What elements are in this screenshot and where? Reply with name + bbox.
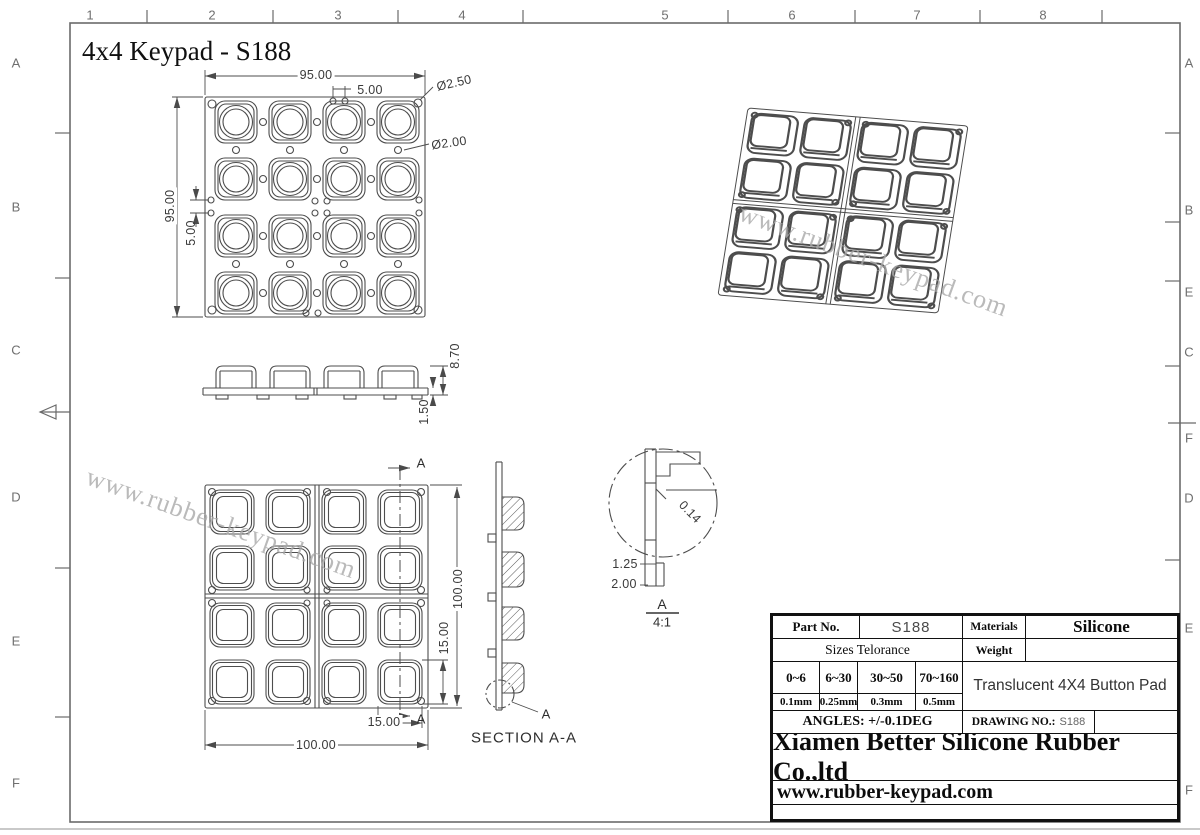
isometric-view [718, 108, 968, 313]
materials-label: Materials [962, 615, 1026, 639]
tol-col-1: 0.1mm [772, 693, 820, 711]
page-title: 4x4 Keypad - S188 [82, 36, 292, 66]
zone-letter: C [11, 342, 21, 358]
dim-detail-step2: 2.00 [611, 577, 637, 591]
tol-col-2: 0.25mm [819, 693, 858, 711]
part-no-value: S188 [859, 615, 963, 639]
title-block-empty-cell [1094, 710, 1178, 734]
range-col-1: 0~6 [772, 661, 820, 694]
detail-scale-label: 4:1 [652, 614, 672, 630]
tol-col-4: 0.5mm [915, 693, 963, 711]
tolerance-label: Sizes Telorance [772, 638, 963, 662]
range-col-2: 6~30 [819, 661, 858, 694]
dim-side-height: 8.70 [448, 343, 462, 369]
company-website: www.rubber-keypad.com [772, 780, 1178, 805]
zone-number: 7 [913, 7, 921, 23]
range-col-3: 30~50 [857, 661, 916, 694]
zone-letter: A [1184, 55, 1194, 71]
dim-key-size-h: 15.00 [365, 715, 403, 729]
zone-number: 5 [661, 7, 669, 23]
product-name: Translucent 4X4 Button Pad [962, 661, 1178, 711]
angles-tolerance: ANGLES: +/-0.1DEG [772, 710, 963, 734]
section-notches [487, 533, 497, 658]
bottom-holes [207, 487, 426, 706]
dim-top-height: 95.00 [163, 187, 177, 225]
top-view [172, 70, 434, 318]
dim-bottom-width: 100.00 [293, 738, 339, 752]
tol-col-3: 0.3mm [857, 693, 916, 711]
weight-label: Weight [962, 638, 1026, 662]
mounting-holes [207, 97, 423, 317]
weight-value [1025, 638, 1178, 662]
side-view [202, 365, 448, 406]
section-buttons [501, 496, 525, 694]
title-block-bottom-empty [772, 804, 1178, 820]
part-no-label: Part No. [772, 615, 860, 639]
zone-letter: B [11, 199, 21, 215]
zone-letter: E [1184, 620, 1194, 636]
zone-letter: E [1184, 284, 1194, 300]
section-view [485, 461, 539, 713]
dim-detail-step1: 1.25 [612, 557, 638, 571]
iso-holes [722, 111, 964, 310]
dim-side-base: 1.50 [417, 399, 431, 425]
zone-letter: D [11, 489, 21, 505]
dim-key-size-v: 15.00 [437, 621, 451, 655]
detail-ref-label: A [541, 706, 551, 722]
zone-number: 6 [788, 7, 796, 23]
dim-top-width: 95.00 [297, 68, 335, 82]
top-view-dimensions [172, 70, 434, 318]
dim-bottom-height: 100.00 [451, 566, 465, 612]
zone-number: 1 [86, 7, 94, 23]
bottom-view [204, 464, 462, 750]
side-view-dimensions [429, 365, 448, 406]
zone-letter: E [11, 633, 21, 649]
zone-number: 2 [208, 7, 216, 23]
drawing-no-value: S188 [1059, 716, 1086, 728]
materials-value: Silicone [1025, 615, 1178, 639]
zone-letter: F [12, 775, 20, 791]
side-feet [215, 394, 423, 400]
zone-letter: B [1184, 202, 1194, 218]
side-buttons [215, 365, 419, 388]
zone-number: 3 [334, 7, 342, 23]
detail-view [608, 448, 718, 614]
section-arrow-top-label: A [416, 455, 426, 471]
dim-left-pitch: 5.00 [184, 220, 198, 246]
section-title: SECTION A-A [470, 729, 578, 747]
zone-number: 4 [458, 7, 466, 23]
section-cut-line [388, 464, 410, 722]
drawing-no-cell: DRAWING NO.: S188 [962, 710, 1095, 734]
zone-letter: F [1185, 782, 1193, 798]
zone-letter: D [1184, 490, 1194, 506]
zone-letter: C [1184, 344, 1194, 360]
company-name: Xiamen Better Silicone Rubber Co.,ltd [772, 733, 1178, 781]
zone-number: 8 [1039, 7, 1047, 23]
zone-letter: F [1185, 430, 1193, 446]
range-col-4: 70~160 [915, 661, 963, 694]
zone-letter: A [11, 55, 21, 71]
drawing-no-label: DRAWING NO.: [971, 716, 1056, 728]
detail-name-label: A [657, 596, 667, 612]
sheet-frame [0, 10, 1200, 830]
title-block: Part No. S188 Materials Silicone Sizes T… [770, 613, 1180, 822]
dim-top-pitch: 5.00 [357, 83, 383, 97]
section-arrow-bottom-label: A [416, 711, 426, 727]
detail-circle-marker [485, 679, 515, 709]
